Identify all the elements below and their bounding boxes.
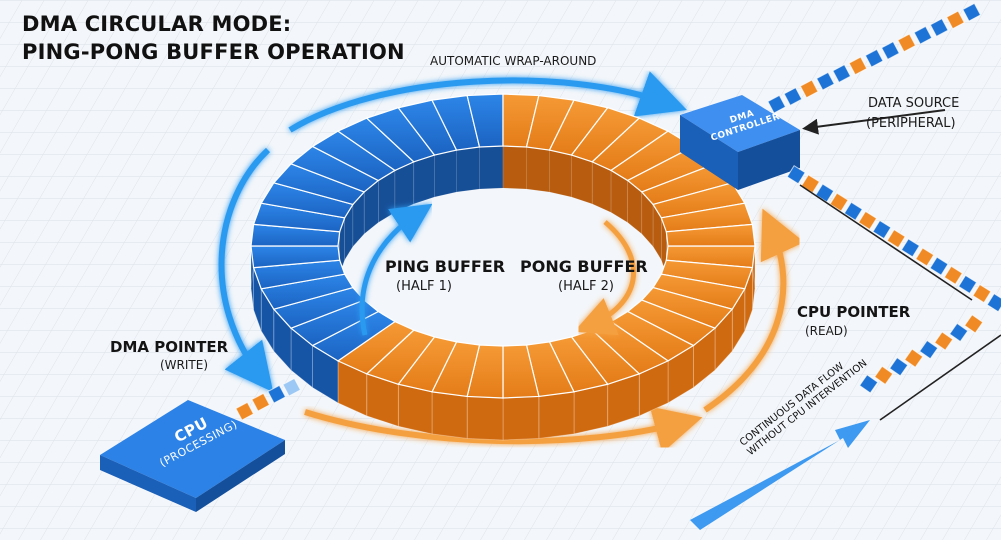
ring-inner-wall-segment <box>434 149 457 198</box>
ring-inner-wall-segment <box>479 145 504 190</box>
data-packet <box>848 56 868 76</box>
ring-wall-segment <box>431 391 468 439</box>
feed-line-diagonal <box>879 334 1001 421</box>
cpu-pointer-label: CPU POINTER <box>797 303 911 321</box>
ping-buffer-label: PING BUFFER <box>385 257 506 276</box>
title-line-1: DMA CIRCULAR MODE: <box>22 12 292 36</box>
data-packet <box>251 392 271 412</box>
data-packet <box>832 64 852 84</box>
data-packet <box>943 265 963 285</box>
ring-wall-segment <box>466 396 504 441</box>
data-packet <box>829 192 849 212</box>
data-packet <box>783 87 803 107</box>
data-packet <box>915 247 935 267</box>
ring-inner-wall-segment <box>502 145 527 190</box>
ring-buffer <box>250 93 756 399</box>
ring-wall-segment <box>502 396 540 441</box>
data-packet <box>929 256 949 276</box>
data-packet <box>929 18 949 38</box>
data-packet <box>282 377 302 397</box>
data-packet <box>799 79 819 99</box>
pong-inner-arrow <box>574 220 636 336</box>
data-packet <box>858 374 879 394</box>
data-packet <box>963 314 984 334</box>
data-packet <box>948 322 969 343</box>
cpu-box <box>100 400 285 512</box>
data-packet <box>957 274 978 295</box>
feed-line-down <box>799 184 973 301</box>
dma-controller-box <box>680 95 800 190</box>
ping-inner-arrow <box>359 203 433 336</box>
ring-wall-segment <box>573 383 609 435</box>
data-packet <box>843 201 863 221</box>
ring-inner-wall-segment <box>571 154 593 205</box>
wrap-around-arrow <box>288 71 687 133</box>
data-packet <box>815 71 835 91</box>
data-source-sub: (PERIPHERAL) <box>866 116 956 131</box>
dma-pointer-sub: (WRITE) <box>160 358 209 372</box>
data-packet <box>972 283 992 304</box>
data-packet <box>913 25 933 45</box>
data-packet <box>267 384 287 404</box>
pong-buffer-segment <box>665 223 756 247</box>
ring-wall-segment <box>538 391 575 439</box>
data-packet <box>888 356 909 377</box>
cpu-pointer-sub: (READ) <box>805 324 848 338</box>
pong-half-label: (HALF 2) <box>558 279 614 294</box>
data-packet <box>886 229 906 249</box>
title-line-2: PING-PONG BUFFER OPERATION <box>22 40 405 64</box>
continuous-flow-arrow <box>690 420 870 530</box>
data-packet <box>962 2 982 22</box>
ring-wall-segment <box>397 383 433 435</box>
dma-pointer-arrow <box>218 147 274 393</box>
ring-inner-wall-segment <box>549 149 572 198</box>
ring-inner-wall-segment <box>526 146 550 193</box>
data-packet <box>872 219 892 240</box>
ring-inner-wall-segment <box>413 154 435 205</box>
data-source-label: DATA SOURCE <box>868 96 960 111</box>
data-packet <box>897 33 917 53</box>
data-source-arrow <box>802 109 946 135</box>
ping-half-label: (HALF 1) <box>396 279 452 294</box>
cpu-read-arrow-bottom <box>304 406 703 453</box>
data-packet <box>786 165 806 185</box>
data-packet <box>864 48 884 68</box>
data-packet <box>918 339 939 360</box>
data-packet <box>945 10 965 30</box>
data-packet <box>235 401 255 421</box>
pong-buffer-label: PONG BUFFER <box>520 257 648 276</box>
data-packet <box>880 41 900 61</box>
ring-inner-wall-segment <box>456 146 480 193</box>
data-packet <box>903 348 924 368</box>
data-packet <box>873 365 894 386</box>
dma-pointer-label: DMA POINTER <box>110 338 229 356</box>
cpu-read-arrow-right <box>703 208 805 413</box>
data-packet-streams <box>235 2 1001 421</box>
data-packet <box>767 94 787 114</box>
data-packet <box>933 331 954 351</box>
data-packet <box>857 210 878 231</box>
wrap-around-label: AUTOMATIC WRAP-AROUND <box>430 54 597 68</box>
data-packet <box>900 238 921 258</box>
